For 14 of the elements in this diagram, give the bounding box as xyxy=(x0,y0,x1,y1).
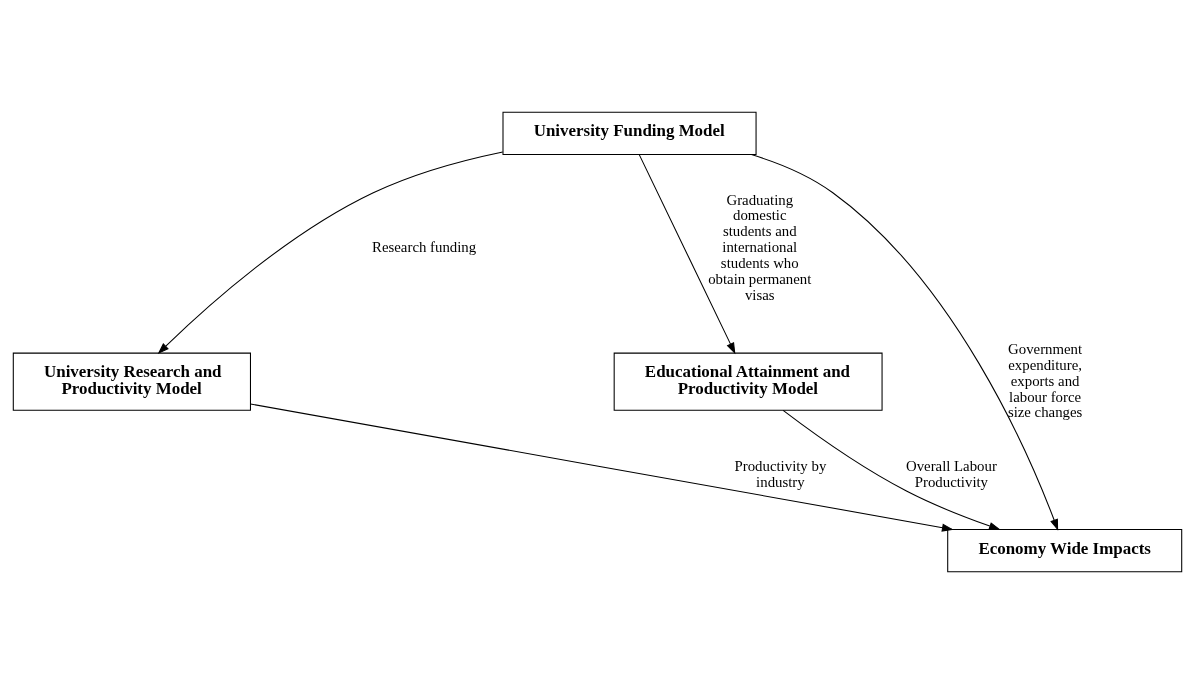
edge-label: Government expenditure, exports and labour force size changes xyxy=(1007,340,1083,420)
node-box: University Research and Productivity Model xyxy=(12,352,251,411)
arrow xyxy=(782,409,1001,530)
node-box: Economy Wide Impacts xyxy=(947,528,1183,572)
edge-label: Productivity by industry xyxy=(734,457,827,490)
arrow xyxy=(249,402,954,532)
edge-label: Overall Labour Productivity xyxy=(905,457,997,490)
arrow xyxy=(638,153,736,354)
edge-label: Graduating domestic students and international students who obtain permanent visas xyxy=(708,191,812,303)
node-box: University Funding Model xyxy=(502,111,757,155)
arrow xyxy=(750,153,1059,531)
node-box: Educational Attainment and Productivity Model xyxy=(613,352,883,411)
edge-label: Research funding xyxy=(372,238,477,255)
arrow xyxy=(157,150,504,354)
